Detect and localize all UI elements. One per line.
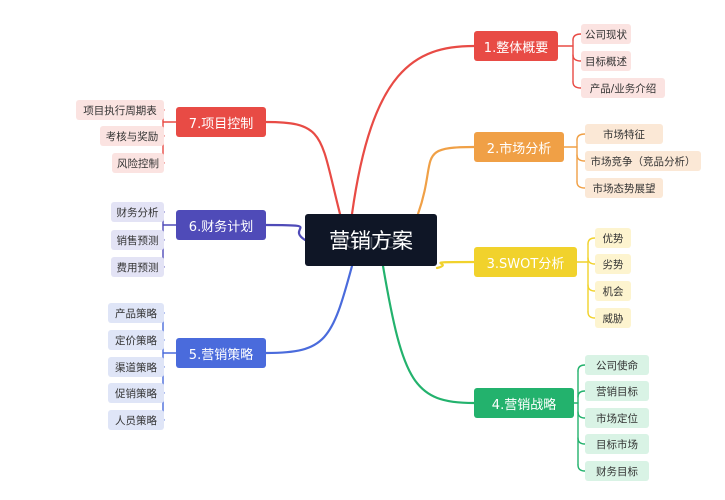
- leaf-topic[interactable]: 公司现状: [581, 24, 631, 44]
- leaf-connector-4-2: [577, 390, 586, 398]
- branch-topic-3[interactable]: 3.SWOT分析: [474, 247, 577, 277]
- branch-connector-5: [264, 264, 354, 355]
- leaf-topic[interactable]: 营销目标: [585, 381, 649, 401]
- leaf-topic[interactable]: 威胁: [595, 308, 631, 328]
- leaf-topic[interactable]: 公司使命: [585, 355, 649, 375]
- branch-connector-4: [381, 264, 476, 405]
- branch-topic-2[interactable]: 2.市场分析: [474, 132, 564, 162]
- leaf-topic[interactable]: 优势: [595, 228, 631, 248]
- leaf-topic[interactable]: 市场定位: [585, 408, 649, 428]
- branch-topic-6[interactable]: 6.财务计划: [176, 210, 266, 240]
- leaf-topic[interactable]: 目标市场: [585, 434, 649, 454]
- branch-connector-3: [435, 260, 476, 270]
- leaf-topic[interactable]: 项目执行周期表: [76, 100, 164, 120]
- leaf-connector-3-4: [587, 311, 596, 319]
- leaf-topic[interactable]: 人员策略: [108, 410, 164, 430]
- leaf-topic[interactable]: 促销策略: [108, 383, 164, 403]
- leaf-connector-2-3: [576, 181, 586, 189]
- leaf-topic[interactable]: 劣势: [595, 254, 631, 274]
- leaf-connector-3-3: [587, 284, 596, 292]
- leaf-connector-1-1: [572, 33, 582, 41]
- leaf-connector-4-3: [577, 411, 586, 419]
- leaf-topic[interactable]: 目标概述: [581, 51, 631, 71]
- leaf-topic[interactable]: 考核与奖励: [100, 126, 164, 146]
- branch-connector-7: [264, 120, 342, 216]
- leaf-topic[interactable]: 渠道策略: [108, 357, 164, 377]
- branch-topic-4[interactable]: 4.营销战略: [474, 388, 574, 418]
- branch-connector-1: [350, 44, 476, 216]
- leaf-connector-3-1: [587, 237, 596, 245]
- leaf-connector-1-2: [572, 54, 582, 62]
- leaf-topic[interactable]: 费用预测: [111, 257, 164, 277]
- leaf-connector-2-1: [576, 133, 586, 141]
- central-topic-label: 营销方案: [329, 229, 413, 253]
- branch-connector-6: [264, 223, 307, 242]
- leaf-topic[interactable]: 市场特征: [585, 124, 663, 144]
- leaf-topic[interactable]: 机会: [595, 281, 631, 301]
- leaf-connector-4-5: [577, 464, 586, 472]
- leaf-topic[interactable]: 产品/业务介绍: [581, 78, 665, 98]
- leaf-connector-3-2: [587, 257, 596, 265]
- leaf-topic[interactable]: 市场竞争（竞品分析）: [585, 151, 701, 171]
- central-topic[interactable]: 营销方案 TOZITO: [305, 214, 437, 266]
- branch-connector-2: [416, 145, 476, 216]
- branch-topic-7[interactable]: 7.项目控制: [176, 107, 266, 137]
- leaf-topic[interactable]: 定价策略: [108, 330, 164, 350]
- leaf-topic[interactable]: 财务分析: [111, 202, 164, 222]
- leaf-topic[interactable]: 产品策略: [108, 303, 164, 323]
- leaf-connector-4-1: [577, 364, 586, 372]
- watermark-text: TOZITO: [335, 234, 398, 252]
- leaf-topic[interactable]: 风险控制: [112, 153, 164, 173]
- branch-topic-1[interactable]: 1.整体概要: [474, 31, 558, 61]
- leaf-topic[interactable]: 市场态势展望: [585, 178, 663, 198]
- leaf-connector-4-4: [577, 437, 586, 445]
- branch-topic-5[interactable]: 5.营销策略: [176, 338, 266, 368]
- leaf-connector-2-2: [576, 154, 586, 162]
- leaf-topic[interactable]: 销售预测: [111, 230, 164, 250]
- leaf-connector-1-3: [572, 81, 582, 89]
- leaf-topic[interactable]: 财务目标: [585, 461, 649, 481]
